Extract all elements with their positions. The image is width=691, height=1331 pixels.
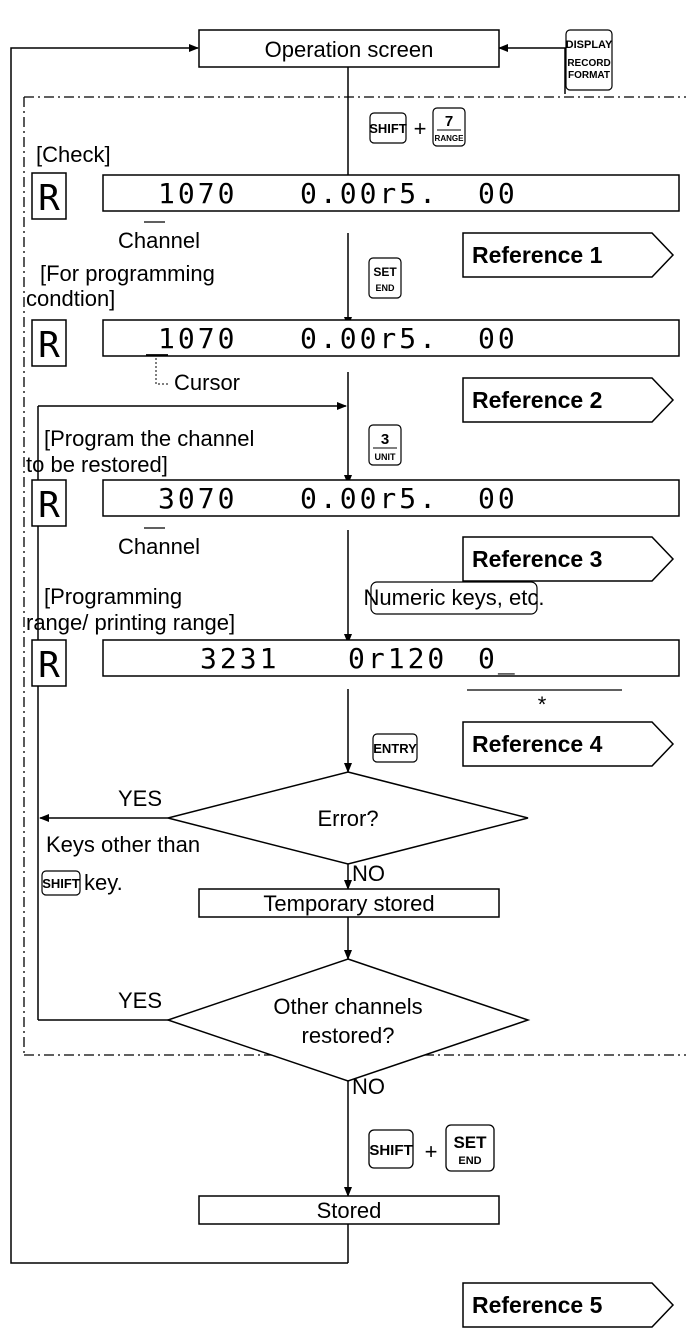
display-1-tail: 00: [478, 177, 518, 210]
reference-1-tag: Reference 1: [462, 232, 675, 278]
display-indicator-4: R: [38, 645, 60, 686]
temporary-stored-box: Temporary stored: [198, 888, 500, 918]
reference-2-tag: Reference 2: [462, 377, 675, 423]
end-key-label: END: [375, 283, 395, 293]
shift-key-inline-label: SHIFT: [42, 876, 80, 891]
plus-sign-1: +: [414, 116, 427, 141]
display-2-tail: 00: [478, 322, 518, 355]
display-record-format-key: DISPLAY RECORD FORMAT: [565, 29, 613, 91]
display-3-tail: 00: [478, 482, 518, 515]
numeric-keys-box: Numeric keys, etc.: [364, 581, 545, 615]
other-channels-label-1: Other channels: [273, 994, 422, 1019]
end-key-final-label: END: [458, 1155, 481, 1167]
programming-range-label-2: range/ printing range]: [26, 610, 235, 635]
three-key-number: 3: [381, 431, 389, 448]
operation-screen-box: Operation screen: [198, 29, 500, 68]
for-programming-label-1: [For programming: [40, 261, 215, 286]
no-label-error: NO: [352, 861, 385, 886]
display-3-channel: 3070: [158, 482, 237, 515]
stored-box: Stored: [198, 1195, 500, 1225]
asterisk-note: *: [538, 692, 547, 717]
display-2-range: 0.00r5.: [300, 322, 439, 355]
shift-set-end-keys: SHIFT + SET END: [368, 1124, 495, 1172]
display-channel-restored: R 3070 0.00r5. 00: [31, 479, 680, 527]
shift-key-final-label: SHIFT: [369, 1142, 412, 1159]
display-2-channel: 1070: [158, 322, 237, 355]
reference-4-tag: Reference 4: [462, 721, 675, 767]
reference-4-label: Reference 4: [472, 731, 603, 757]
yes-label-other: YES: [118, 988, 162, 1013]
key-suffix-label: key.: [84, 870, 123, 895]
display-4-channel: 3231: [200, 642, 279, 675]
set-key-final-label: SET: [453, 1133, 487, 1152]
other-channels-decision: Other channels restored?: [165, 958, 531, 1082]
display-key-line1: DISPLAY: [566, 39, 613, 51]
cursor-annotation: Cursor: [174, 370, 240, 395]
seven-key-sub: RANGE: [435, 134, 465, 143]
reference-2-label: Reference 2: [472, 387, 602, 413]
display-4-tail: 0_: [478, 642, 518, 676]
other-channels-label-2: restored?: [302, 1023, 395, 1048]
display-3-range: 0.00r5.: [300, 482, 439, 515]
three-key-sub: UNIT: [375, 452, 396, 462]
shift-key-inline: [41, 870, 81, 896]
display-check: R 1070 0.00r5. 00: [31, 172, 680, 220]
programming-range-label-1: [Programming: [44, 584, 182, 609]
for-programming-label-2: condtion]: [26, 286, 115, 311]
shift-range-keys: SHIFT + 7 RANGE: [369, 107, 466, 147]
display-1-channel: 1070: [158, 177, 237, 210]
program-channel-label-1: [Program the channel: [44, 426, 254, 451]
error-decision-label: Error?: [317, 806, 378, 831]
display-range: R 3231 0r120 0_: [31, 639, 680, 687]
display-programming: R 1070 0.00r5. 00: [31, 319, 680, 367]
reference-3-tag: Reference 3: [462, 536, 675, 582]
shift-key-label: SHIFT: [369, 121, 407, 136]
stored-label: Stored: [317, 1198, 382, 1223]
set-end-key: SET END: [368, 257, 402, 299]
reference-5-tag: Reference 5: [462, 1282, 675, 1328]
error-decision: Error?: [167, 771, 529, 865]
display-key-line3: FORMAT: [568, 70, 610, 81]
display-indicator-1: R: [38, 178, 60, 219]
keys-other-than-label: Keys other than: [46, 832, 200, 857]
display-key-line2: RECORD: [567, 58, 610, 69]
display-1-range: 0.00r5.: [300, 177, 439, 210]
numeric-keys-label: Numeric keys, etc.: [364, 585, 545, 610]
yes-label-error: YES: [118, 786, 162, 811]
check-label: [Check]: [36, 142, 111, 167]
display-4-range: 0r120: [348, 642, 447, 675]
return-loop-lines: [10, 44, 566, 1264]
display-indicator-3: R: [38, 485, 60, 526]
reference-5-label: Reference 5: [472, 1292, 603, 1318]
operation-screen-label: Operation screen: [265, 37, 434, 62]
temporary-stored-label: Temporary stored: [263, 891, 434, 916]
channel-annotation-1: Channel: [118, 228, 200, 253]
channel-annotation-2: Channel: [118, 534, 200, 559]
entry-key: ENTRY: [372, 733, 418, 763]
no-label-other: NO: [352, 1074, 385, 1099]
reference-3-label: Reference 3: [472, 546, 602, 572]
program-channel-label-2: to be restored]: [26, 452, 168, 477]
plus-sign-2: +: [425, 1139, 438, 1164]
three-unit-key: 3 UNIT: [368, 424, 402, 466]
reference-1-label: Reference 1: [472, 242, 603, 268]
entry-key-label: ENTRY: [373, 741, 417, 756]
seven-key-number: 7: [445, 113, 453, 130]
set-key-label: SET: [373, 265, 397, 279]
display-indicator-2: R: [38, 325, 60, 366]
